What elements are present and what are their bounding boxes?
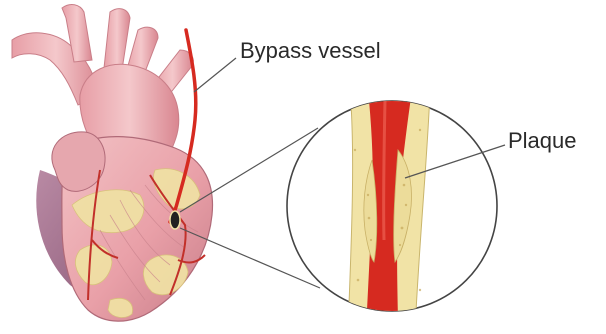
lumen-highlight (384, 100, 385, 240)
plaque-label: Plaque (508, 128, 577, 153)
magnified-view (287, 90, 497, 330)
bypass-callout-line (194, 58, 236, 92)
heart-illustration (12, 5, 213, 322)
graft-anastomosis (170, 211, 180, 229)
bypass-vessel-label: Bypass vessel (240, 38, 381, 63)
